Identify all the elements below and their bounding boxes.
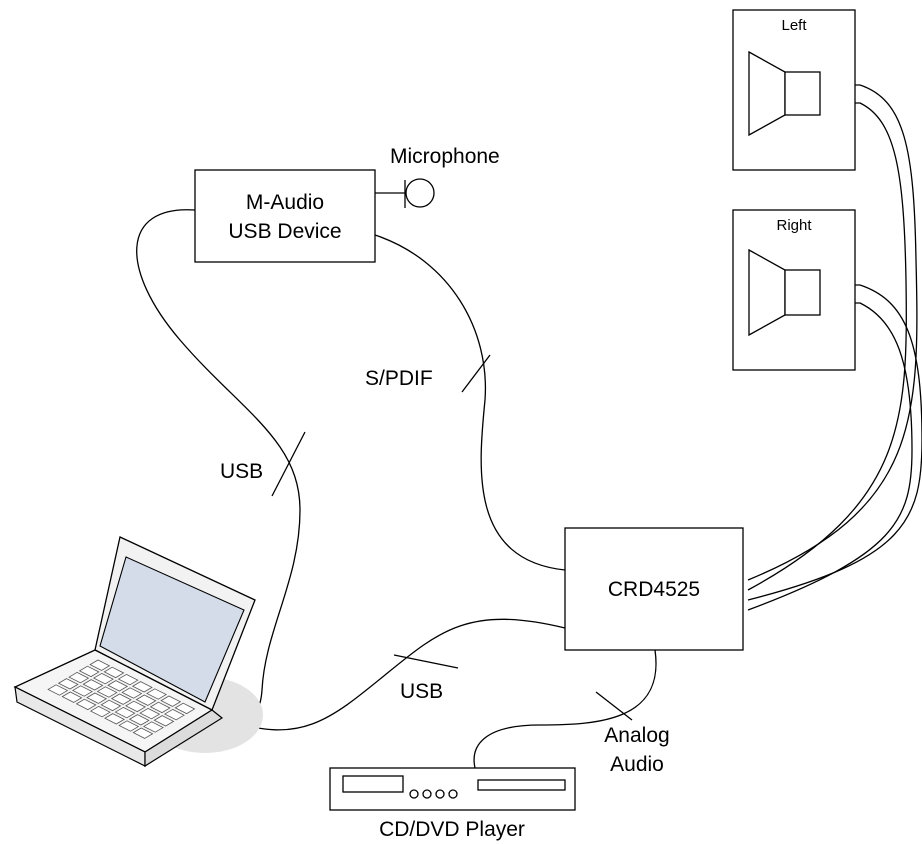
laptop-key [104, 713, 125, 725]
laptop-key [128, 714, 150, 726]
laptop-key [47, 684, 69, 696]
right-speaker-label: Right [776, 217, 812, 234]
laptop-key [114, 706, 136, 719]
analog-label-line2: Audio [610, 753, 664, 776]
laptop-key [110, 693, 132, 705]
laptop-key [82, 679, 104, 691]
laptop-key [174, 702, 196, 715]
crd4525-label: CRD4525 [608, 578, 700, 601]
laptop-key [86, 692, 108, 704]
usb-cable-laptop-crd [227, 618, 566, 731]
laptop-key [103, 666, 125, 679]
maudio-label-line1: M-Audio [246, 191, 324, 214]
spdif-tick [461, 354, 491, 393]
left-speaker-cable-a [747, 84, 918, 581]
laptop-key [75, 698, 97, 711]
laptop-key [139, 707, 161, 720]
usb-bottom-tick [393, 654, 459, 669]
laptop-key [68, 671, 90, 684]
spdif-cable [374, 234, 566, 571]
spdif-label: S/PDIF [365, 367, 433, 390]
laptop-icon [13, 536, 263, 768]
laptop-key [61, 691, 83, 703]
analog-audio-cable [473, 649, 657, 769]
laptop-screen [99, 556, 245, 703]
laptop-key [118, 720, 140, 732]
maudio-usb-device-box [194, 169, 376, 263]
maudio-label-line2: USB Device [228, 220, 341, 243]
laptop-key [142, 721, 164, 733]
usb-top-tick [271, 431, 306, 497]
laptop-key [96, 686, 118, 698]
left-speaker-cable-b [747, 102, 907, 591]
laptop-key [78, 665, 100, 678]
laptop-key [131, 681, 153, 693]
crd4525-box [564, 527, 744, 651]
microphone-icon [405, 178, 435, 208]
laptop-key [163, 708, 185, 721]
microphone-label: Microphone [390, 145, 500, 168]
laptop-key [57, 678, 79, 690]
right-speaker-magnet-icon [784, 269, 821, 316]
laptop-key [100, 699, 122, 712]
right-speaker [732, 209, 856, 371]
laptop-keys [47, 659, 196, 739]
left-speaker-magnet-icon [784, 71, 821, 116]
laptop-key [135, 694, 157, 706]
analog-label-line1: Analog [604, 724, 669, 747]
laptop-key [125, 700, 146, 713]
laptop-key [92, 672, 114, 685]
usb-top-label: USB [220, 460, 263, 483]
laptop-key [149, 701, 171, 714]
laptop-base-side [144, 709, 224, 768]
laptop-key [71, 685, 93, 697]
laptop-key [107, 680, 129, 692]
laptop-key [146, 688, 167, 700]
laptop-key [89, 705, 111, 718]
left-speaker [732, 9, 856, 171]
right-speaker-cable-b [747, 302, 913, 611]
laptop-key [153, 715, 175, 727]
left-speaker-label: Left [781, 17, 807, 34]
laptop-key [160, 695, 182, 707]
cd-player-label: CD/DVD Player [379, 818, 525, 841]
laptop-key [89, 659, 111, 671]
laptop-key [132, 727, 154, 739]
cd-dvd-player-icon [329, 767, 576, 811]
laptop-key [121, 687, 143, 699]
analog-tick [595, 691, 633, 721]
usb-cable-maudio-laptop [136, 209, 301, 718]
usb-bottom-label: USB [400, 680, 443, 703]
laptop-key [117, 673, 139, 686]
